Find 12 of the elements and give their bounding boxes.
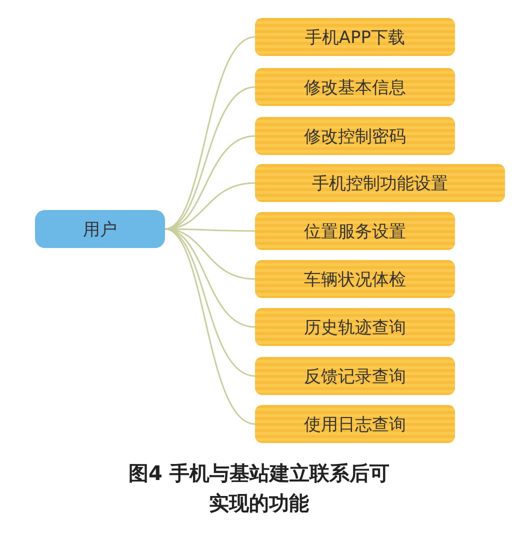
- function-box: 历史轨迹查询: [255, 308, 455, 346]
- function-box: 手机APP下载: [255, 18, 455, 56]
- function-box: 位置服务设置: [255, 212, 455, 250]
- function-box: 手机控制功能设置: [255, 164, 505, 202]
- user-box: 用户: [35, 210, 165, 248]
- function-box: 反馈记录查询: [255, 357, 455, 395]
- function-box: 修改控制密码: [255, 117, 455, 155]
- function-box: 修改基本信息: [255, 68, 455, 106]
- function-box: 使用日志查询: [255, 405, 455, 443]
- connector-curve: [164, 228, 256, 425]
- function-box: 车辆状况体检: [255, 260, 455, 298]
- figure-caption: 图4 手机与基站建立联系后可实现的功能: [128, 460, 390, 517]
